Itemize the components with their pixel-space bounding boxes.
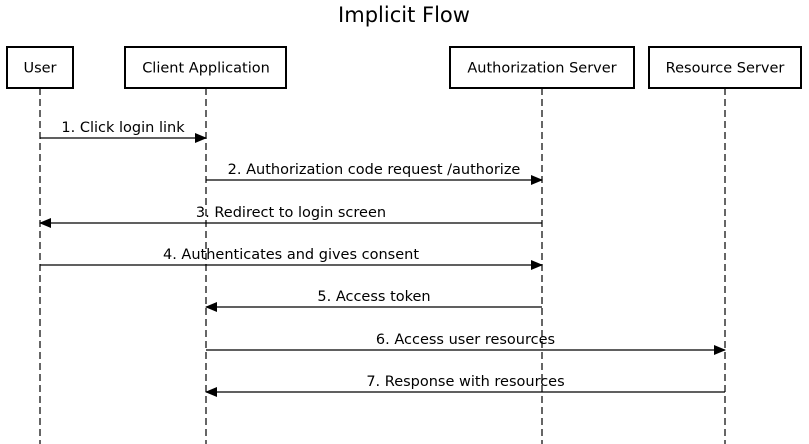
participant-auth: Authorization Server bbox=[449, 46, 635, 89]
diagram-title: Implicit Flow bbox=[338, 3, 470, 27]
message-label-4: 4. Authenticates and gives consent bbox=[163, 247, 419, 263]
message-2: 2. Authorization code request /authorize bbox=[206, 162, 543, 185]
participant-box-client bbox=[124, 46, 287, 89]
message-3: 3. Redirect to login screen bbox=[39, 205, 542, 228]
participant-client: Client Application bbox=[124, 46, 287, 89]
message-6: 6. Access user resources bbox=[206, 332, 726, 355]
participant-label-resource: Resource Server bbox=[666, 61, 785, 77]
message-7: 7. Response with resources bbox=[205, 374, 725, 397]
participant-label-auth: Authorization Server bbox=[467, 61, 616, 77]
message-1: 1. Click login link bbox=[40, 120, 207, 143]
message-5: 5. Access token bbox=[205, 289, 542, 312]
message-label-6: 6. Access user resources bbox=[376, 332, 555, 348]
message-label-5: 5. Access token bbox=[317, 289, 430, 305]
participant-resource: Resource Server bbox=[648, 46, 802, 89]
message-label-2: 2. Authorization code request /authorize bbox=[228, 162, 521, 178]
message-4: 4. Authenticates and gives consent bbox=[40, 247, 543, 270]
participant-label-client: Client Application bbox=[142, 61, 270, 77]
participant-box-auth bbox=[449, 46, 635, 89]
message-label-1: 1. Click login link bbox=[61, 120, 185, 136]
participant-box-resource bbox=[648, 46, 802, 89]
participant-label-user: User bbox=[23, 61, 56, 77]
participant-box-user bbox=[6, 46, 74, 89]
message-label-3: 3. Redirect to login screen bbox=[196, 205, 386, 221]
participant-user: User bbox=[6, 46, 74, 89]
message-label-7: 7. Response with resources bbox=[366, 374, 564, 390]
